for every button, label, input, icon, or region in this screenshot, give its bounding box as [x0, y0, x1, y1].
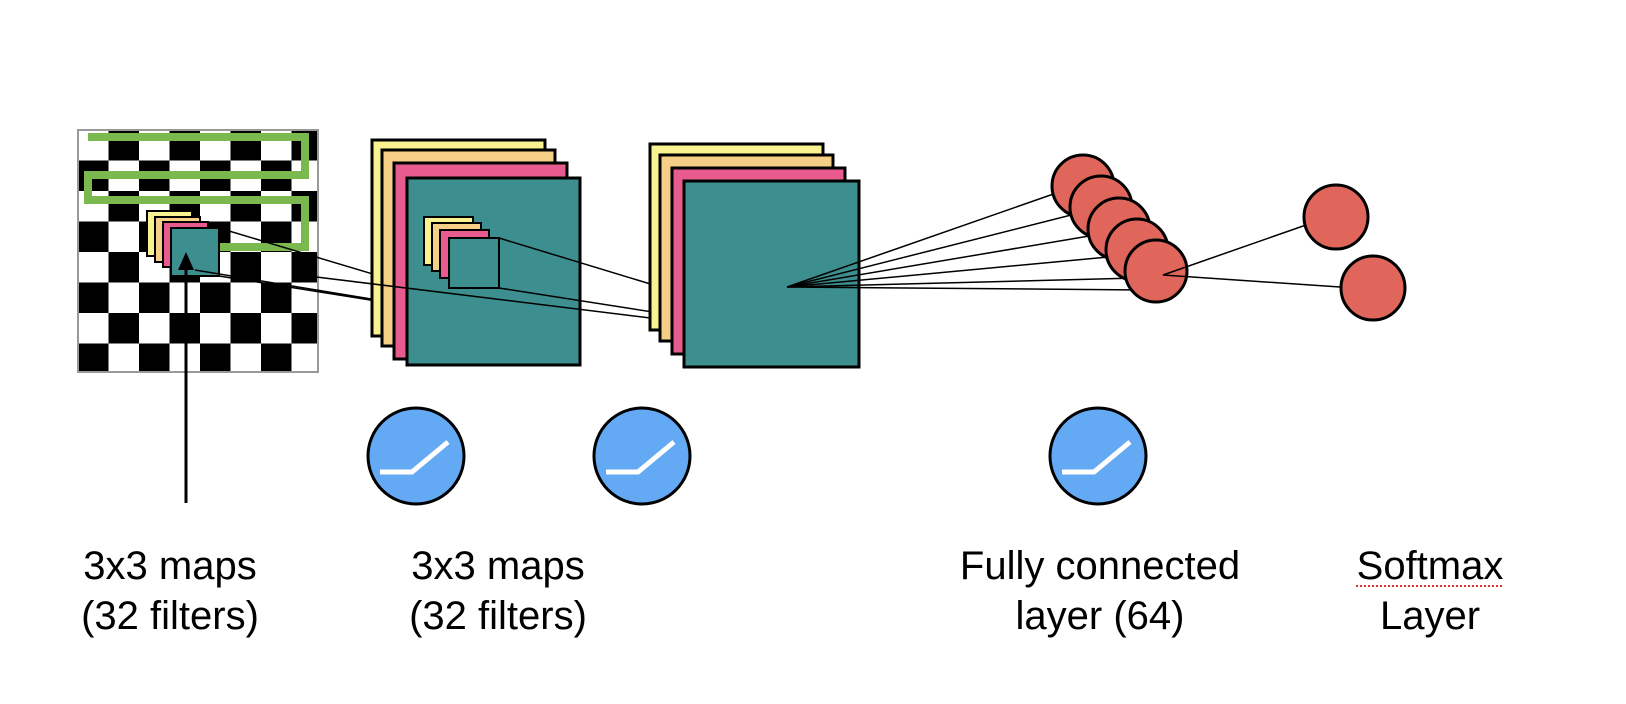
checker-cell — [108, 252, 139, 283]
conv2-label-line2: (32 filters) — [409, 594, 587, 638]
conv1-label: 3x3 maps (32 filters) — [70, 541, 270, 641]
conv2-feature-maps — [648, 142, 861, 369]
checker-cell — [230, 313, 261, 344]
conv1-filter-stack — [423, 216, 500, 289]
connections-conv2-fc — [786, 189, 1146, 291]
relu-activation-icon — [592, 406, 692, 506]
conv2-label: 3x3 maps (32 filters) — [398, 541, 598, 641]
fc-neuron — [1123, 238, 1189, 304]
checker-cell — [78, 282, 109, 313]
relu-activation-icon — [1048, 406, 1148, 506]
conv1-label-line2: (32 filters) — [81, 594, 259, 638]
fc-label-line2: layer (64) — [1015, 594, 1185, 638]
relu-activation-icon — [366, 406, 466, 506]
connections-fc-softmax — [1162, 224, 1341, 288]
checker-cell — [139, 282, 170, 313]
checker-cell — [78, 221, 109, 252]
checker-cell — [200, 343, 231, 372]
fc-label-line1: Fully connected — [959, 544, 1241, 588]
softmax-label-line1: Softmax — [1356, 544, 1504, 588]
arrow-up-icon — [178, 252, 194, 503]
checker-cell — [230, 191, 261, 222]
sliding-window-path — [84, 133, 309, 251]
checker-cell — [108, 191, 139, 222]
softmax-neuron — [1339, 254, 1407, 322]
fc-neurons — [1050, 153, 1189, 304]
softmax-neuron — [1302, 183, 1370, 251]
softmax-label-line2: Layer — [1379, 594, 1481, 638]
conv1-label-line1: 3x3 maps — [83, 544, 257, 588]
checker-cell — [200, 282, 231, 313]
softmax-neurons — [1302, 183, 1407, 322]
fc-label: Fully connected layer (64) — [940, 541, 1260, 641]
checker-cell — [261, 282, 292, 313]
softmax-label: Softmax Layer — [1330, 541, 1530, 641]
checker-cell — [291, 313, 318, 344]
checker-cell — [139, 343, 170, 372]
checker-cell — [261, 343, 292, 372]
checker-cell — [108, 313, 139, 344]
conv1-feature-maps — [370, 138, 582, 367]
checker-cell — [78, 343, 109, 372]
conv2-label-line1: 3x3 maps — [411, 544, 585, 588]
